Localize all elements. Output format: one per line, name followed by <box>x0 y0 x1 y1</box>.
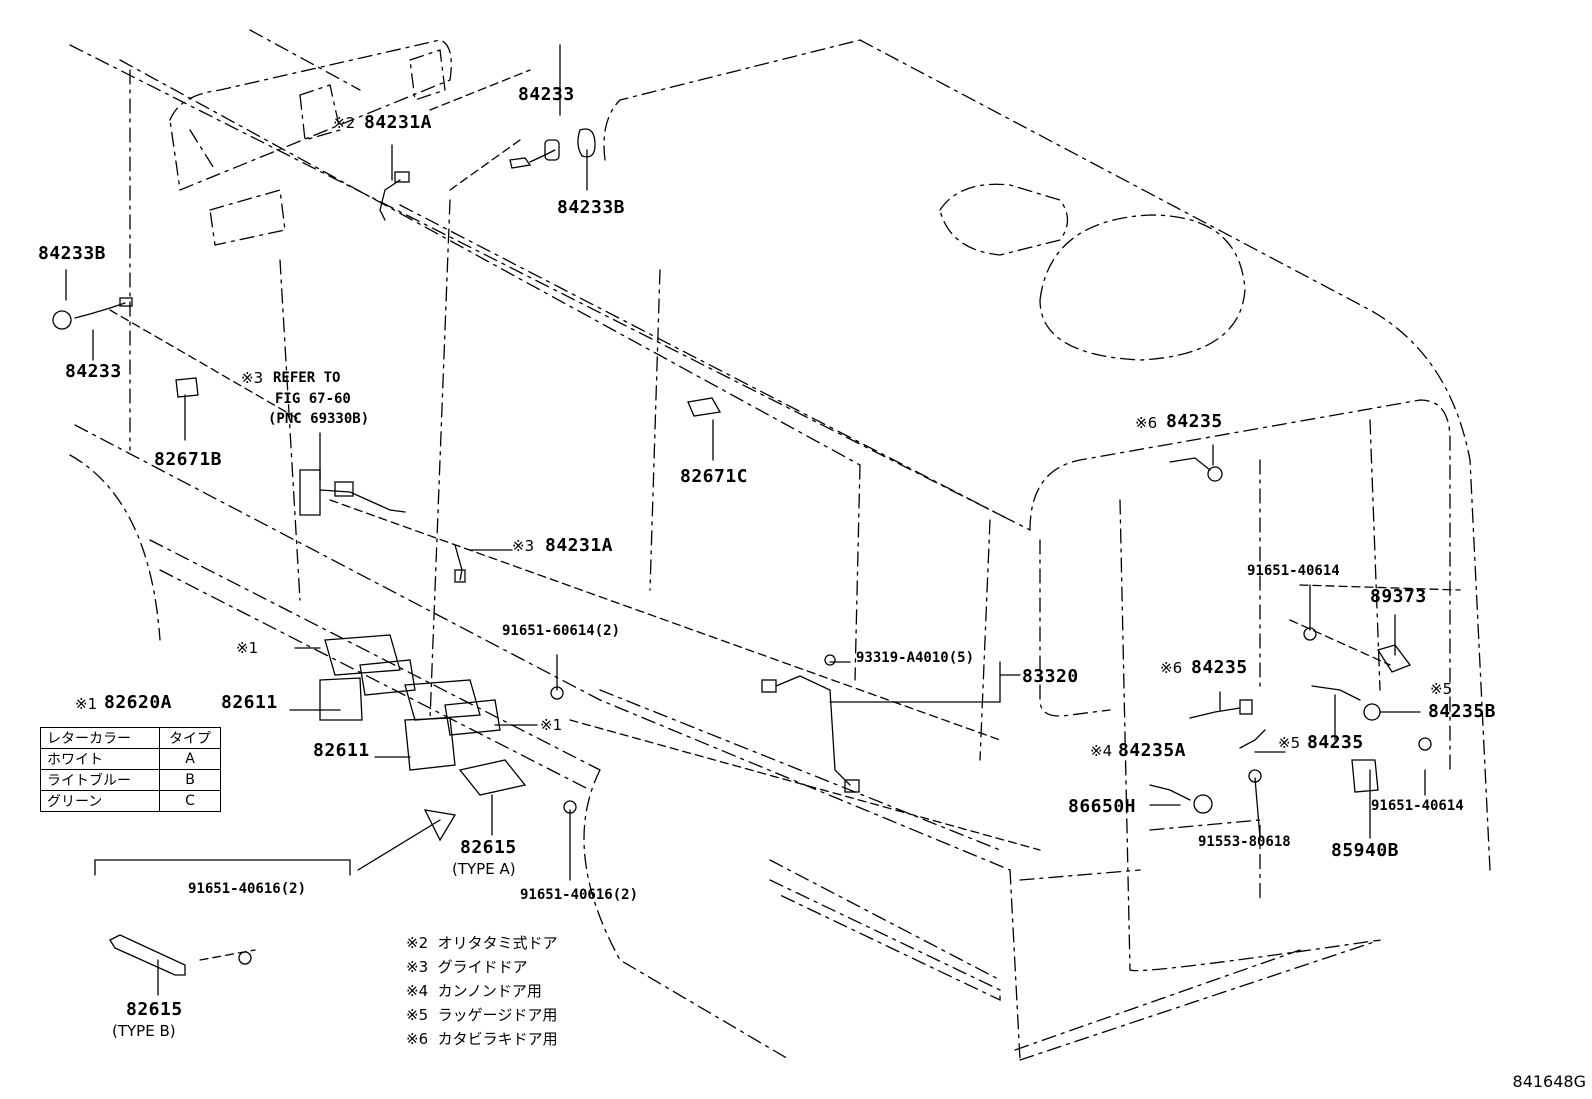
label-84235-low: 84235 <box>1307 732 1364 753</box>
label-91651-40614-top: 91651-40614 <box>1247 563 1340 579</box>
footnote-text: オリタタミ式ドア <box>437 934 558 952</box>
label-82615-b: 82615 <box>126 999 183 1020</box>
label-82615-a-type: (TYPE A) <box>452 860 516 878</box>
footnote-mark: ※5 <box>406 1006 429 1024</box>
label-83320: 83320 <box>1022 666 1079 687</box>
color-table-row-color: グリーン <box>40 790 160 812</box>
label-84235b: 84235B <box>1428 701 1497 722</box>
footnote-mark: ※4 <box>406 982 429 1000</box>
label-84235-mid-mark: ※6 <box>1160 659 1183 677</box>
clip-82671C <box>687 397 722 417</box>
cord-84231A-mid <box>454 544 466 583</box>
bracket-82615-type-a <box>458 759 527 796</box>
cord-84231A-top <box>379 171 410 221</box>
label-84233b-left: 84233B <box>38 243 107 264</box>
label-84231a-top: 84231A <box>364 112 433 133</box>
label-84235-mid: 84235 <box>1191 657 1248 678</box>
label-91651-40614-low: 91651-40614 <box>1371 798 1464 814</box>
label-93319-a4010: 93319-A4010(5) <box>856 650 975 666</box>
lock-assembly <box>299 469 406 516</box>
refer-line-3: (PNC 69330B) <box>268 411 370 427</box>
label-84235-top-mark: ※6 <box>1135 414 1158 432</box>
footnote-text: カンノンドア用 <box>437 982 542 1000</box>
leader-lines <box>65 44 1426 996</box>
footnote-mark: ※2 <box>406 934 429 952</box>
color-table-row-type: A <box>159 748 221 770</box>
label-84233-left: 84233 <box>65 361 122 382</box>
switch-84235-mid <box>1189 699 1253 719</box>
refer-line-2: FIG 67-60 <box>275 391 351 407</box>
connector-82611-lower <box>404 679 501 771</box>
label-84235b-mark: ※5 <box>1430 680 1453 698</box>
label-84235-low-mark: ※5 <box>1278 734 1301 752</box>
cover-89373 <box>1376 644 1412 673</box>
label-85940b: 85940B <box>1331 840 1400 861</box>
harness-83320 <box>761 675 860 793</box>
label-82615-b-type: (TYPE B) <box>112 1022 176 1040</box>
boot-84235B <box>1363 703 1381 721</box>
switch-84235A <box>1239 729 1266 749</box>
label-82620a: 82620A <box>104 692 173 713</box>
bracket-82615-type-b <box>109 934 186 976</box>
label-91651-40616-right: 91651-40616(2) <box>520 887 639 903</box>
refer-mark: ※3 <box>241 369 264 387</box>
label-mark1-upper: ※1 <box>236 639 259 657</box>
footnote: ※6 カタビラキドア用 <box>406 1029 558 1049</box>
label-91651-40616-left: 91651-40616(2) <box>188 881 307 897</box>
switch-84233-top <box>509 139 560 169</box>
label-84233b-top: 84233B <box>557 197 626 218</box>
label-91553-80618: 91553-80618 <box>1198 834 1291 850</box>
color-table-row-type: B <box>159 769 221 791</box>
label-82671b: 82671B <box>154 449 223 470</box>
boot-84233B-left <box>52 297 133 330</box>
color-table-header-type: タイプ <box>159 727 221 749</box>
leader-dashed-lines <box>109 69 1461 961</box>
footnote: ※4 カンノンドア用 <box>406 981 542 1001</box>
footnote: ※2 オリタタミ式ドア <box>406 933 558 953</box>
label-84231a-mid: 84231A <box>545 535 614 556</box>
footnote-text: カタビラキドア用 <box>437 1030 558 1048</box>
label-82620a-mark: ※1 <box>75 695 98 713</box>
footnote: ※3 グライドドア <box>406 957 528 977</box>
label-82615-a: 82615 <box>460 837 517 858</box>
label-84231a-top-mark: ※2 <box>333 114 356 132</box>
footnote: ※5 ラッゲージドア用 <box>406 1005 557 1025</box>
direction-arrow <box>357 809 457 871</box>
label-89373: 89373 <box>1370 586 1427 607</box>
letter-color-table: レターカラー タイプ ホワイト A ライトブルー B グリーン C <box>40 727 221 812</box>
label-84231a-mid-mark: ※3 <box>512 537 535 555</box>
refer-line-1: REFER TO <box>273 370 341 386</box>
label-mark1-lower: ※1 <box>540 716 563 734</box>
connector-82611-upper <box>319 634 416 721</box>
label-84235a: 84235A <box>1118 740 1187 761</box>
clip-82671B <box>175 377 199 398</box>
color-table-row-color: ホワイト <box>40 748 160 770</box>
label-91651-60614: 91651-60614(2) <box>502 623 621 639</box>
footnote-mark: ※6 <box>406 1030 429 1048</box>
label-86650h: 86650H <box>1068 796 1137 817</box>
switch-86650H <box>1149 784 1213 814</box>
label-84235-top: 84235 <box>1166 411 1223 432</box>
label-84233-top: 84233 <box>518 84 575 105</box>
color-table-row-type: C <box>159 790 221 812</box>
label-82611-a: 82611 <box>221 692 278 713</box>
color-table-header-color: レターカラー <box>40 727 160 749</box>
label-82671c: 82671C <box>680 466 749 487</box>
footnote-text: ラッゲージドア用 <box>437 1006 558 1024</box>
footnote-text: グライドドア <box>437 958 528 976</box>
switch-84235-low <box>1311 685 1361 701</box>
box-85940B <box>1351 759 1379 793</box>
van-body-outline <box>69 29 1491 1061</box>
label-82611-b: 82611 <box>313 740 370 761</box>
switch-84235-top <box>1169 457 1223 482</box>
color-table-row-color: ライトブルー <box>40 769 160 791</box>
boot-84233B-top <box>577 128 596 158</box>
footnote-mark: ※3 <box>406 958 429 976</box>
bolts <box>238 627 1432 965</box>
label-84235a-mark: ※4 <box>1090 742 1113 760</box>
figure-code: 841648G <box>1512 1072 1586 1091</box>
